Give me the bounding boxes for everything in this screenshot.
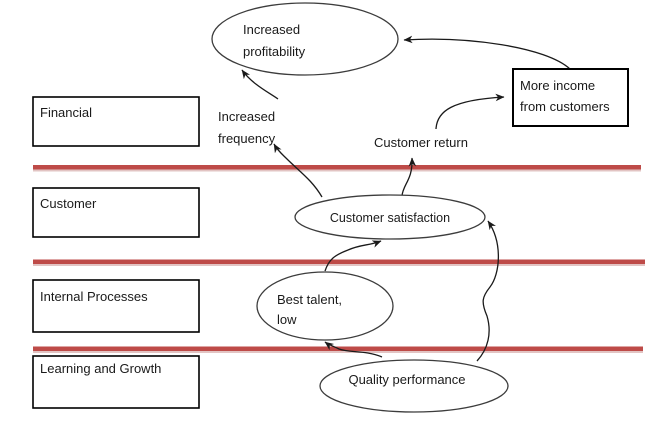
divider-financial-customer (33, 165, 641, 172)
node-more-income-from-customers: More income from customers (512, 68, 629, 127)
node-quality-performance-label: Quality performance (348, 372, 465, 387)
node-best-talent-line2: low (277, 312, 297, 327)
perspective-box-internal-processes: Internal Processes (32, 279, 200, 333)
node-more-income-line2: from customers (520, 99, 610, 114)
arrow-quality-to-best-talent (324, 341, 383, 358)
label-customer-return: Customer return (374, 135, 468, 150)
arrow-customer-return-to-more-income (435, 93, 505, 130)
label-increased-frequency-line1: Increased (218, 109, 275, 124)
divider-internal-learning (33, 346, 643, 353)
node-best-talent-line1: Best talent, (277, 292, 342, 307)
label-increased-frequency: Increased frequency (218, 109, 276, 146)
arrow-frequency-to-profitability (241, 69, 279, 100)
perspective-box-financial: Financial (32, 96, 200, 147)
divider-customer-internal (33, 259, 645, 266)
perspective-label-financial: Financial (40, 105, 92, 120)
node-customer-satisfaction: Customer satisfaction (294, 194, 486, 240)
label-increased-frequency-line2: frequency (218, 131, 276, 146)
perspective-box-learning-growth: Learning and Growth (32, 355, 200, 409)
node-best-talent: Best talent, low (256, 271, 394, 341)
arrow-quality-to-satisfaction (476, 220, 499, 362)
perspective-label-internal-processes: Internal Processes (40, 289, 148, 304)
arrow-best-talent-to-satisfaction (324, 240, 382, 272)
node-increased-profitability-line1: Increased (243, 22, 300, 37)
node-increased-profitability-line2: profitability (243, 44, 306, 59)
arrow-more-income-to-profitability (403, 35, 571, 70)
arrow-satisfaction-to-frequency (273, 143, 323, 198)
node-customer-satisfaction-label: Customer satisfaction (330, 211, 450, 225)
perspective-label-learning-growth: Learning and Growth (40, 361, 161, 376)
arrow-satisfaction-to-customer-return (401, 157, 417, 197)
node-more-income-line1: More income (520, 78, 595, 93)
perspective-label-customer: Customer (40, 196, 97, 211)
node-quality-performance: Quality performance (319, 359, 509, 413)
perspective-box-customer: Customer (32, 187, 200, 238)
node-increased-profitability: Increased profitability (211, 2, 399, 76)
